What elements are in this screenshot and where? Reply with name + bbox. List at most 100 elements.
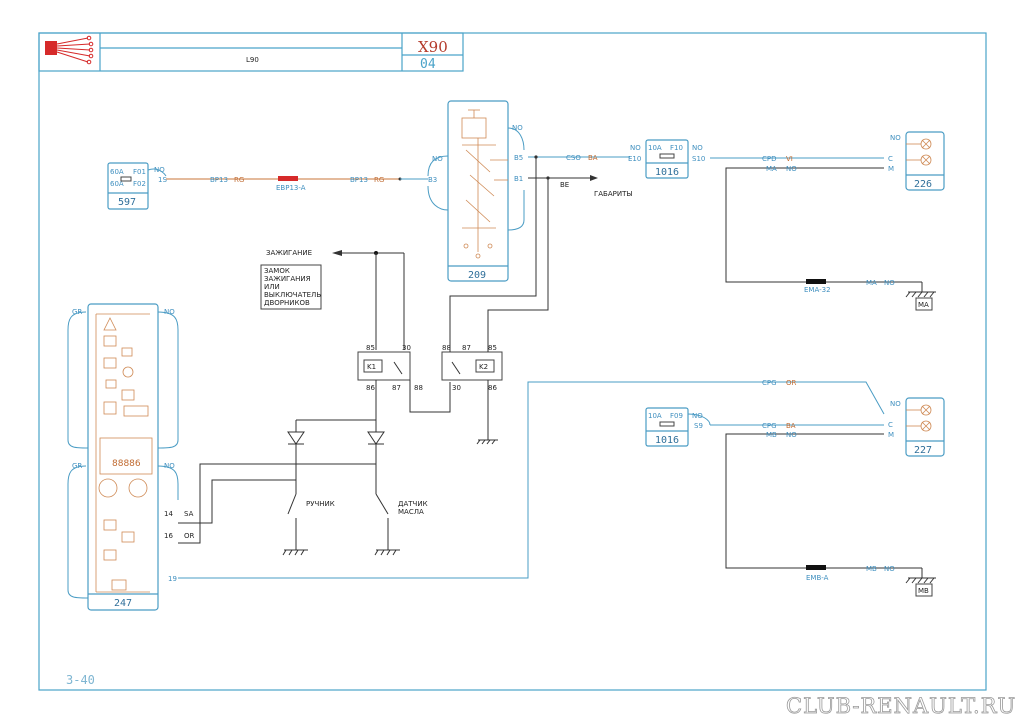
svg-text:B3: B3: [428, 176, 437, 184]
svg-text:BP13: BP13: [350, 176, 368, 184]
label-handbrake: РУЧНИК: [306, 500, 335, 508]
svg-text:MA: MA: [766, 165, 777, 173]
component-1016-top-number: 1016: [655, 167, 679, 178]
svg-text:NO: NO: [512, 124, 523, 132]
wire-cpg-ba: CPG BA: [710, 422, 884, 430]
svg-text:OR: OR: [786, 379, 797, 387]
svg-text:CPD: CPD: [762, 155, 777, 163]
svg-text:K1: K1: [367, 363, 376, 371]
component-1016-bottom-number: 1016: [655, 435, 679, 446]
svg-text:EMB-A: EMB-A: [806, 574, 829, 582]
svg-text:NO: NO: [692, 144, 703, 152]
svg-text:BA: BA: [786, 422, 796, 430]
svg-text:86: 86: [366, 384, 375, 392]
svg-text:S9: S9: [694, 422, 703, 430]
svg-text:ЗАМОК: ЗАМОК: [264, 267, 290, 275]
svg-text:87: 87: [462, 344, 471, 352]
component-227: 227 NO C M: [888, 397, 945, 457]
svg-text:MB: MB: [866, 565, 877, 573]
label-ignition: ЗАЖИГАНИЕ: [266, 249, 312, 257]
component-209-number: 209: [468, 270, 486, 281]
component-227-number: 227: [914, 445, 932, 456]
label-parking-lights: ГАБАРИТЫ: [594, 190, 633, 198]
wire-cpg-or: CPG OR: [178, 379, 885, 579]
wire-cpd: CPD VI: [710, 155, 884, 163]
svg-text:60A: 60A: [110, 168, 124, 176]
svg-text:NO: NO: [164, 462, 175, 470]
svg-text:85: 85: [488, 344, 497, 352]
svg-text:16: 16: [164, 532, 173, 540]
svg-text:K2: K2: [479, 363, 488, 371]
component-597-number: 597: [118, 197, 136, 208]
svg-text:BA: BA: [588, 154, 598, 162]
svg-text:EBP13-A: EBP13-A: [276, 184, 306, 192]
svg-text:85: 85: [366, 344, 375, 352]
svg-text:EMA-32: EMA-32: [804, 286, 831, 294]
diode-network: [178, 419, 385, 544]
title-block: L90 X90 04: [38, 32, 464, 72]
svg-text:30: 30: [452, 384, 461, 392]
svg-text:SA: SA: [184, 510, 194, 518]
svg-text:MA: MA: [918, 301, 929, 309]
wire-ma: MA NO EMA-32 MA NO: [725, 165, 922, 294]
svg-text:CPG: CPG: [762, 379, 777, 387]
svg-text:NO: NO: [786, 165, 797, 173]
wire-mb: MB NO EMB-A MB NO: [725, 431, 922, 582]
svg-text:GR: GR: [72, 308, 82, 316]
svg-text:ЗАЖИГАНИЯ: ЗАЖИГАНИЯ: [264, 275, 311, 283]
cluster-display: 88886: [112, 459, 141, 469]
svg-text:F09: F09: [670, 412, 683, 420]
svg-text:B5: B5: [514, 154, 523, 162]
svg-text:M: M: [888, 431, 894, 439]
component-209: 209 NO NO B3 B5 B1: [427, 100, 525, 282]
svg-text:NO: NO: [692, 412, 703, 420]
svg-text:RG: RG: [234, 176, 244, 184]
svg-text:NO: NO: [884, 279, 895, 287]
sheet-frame: [38, 32, 987, 691]
svg-text:MA: MA: [866, 279, 877, 287]
svg-text:S10: S10: [692, 155, 705, 163]
svg-text:60A: 60A: [110, 180, 124, 188]
svg-text:14: 14: [164, 510, 173, 518]
relay-k2: K2 88 87 85 30 86: [441, 157, 549, 445]
svg-text:NO: NO: [786, 431, 797, 439]
ground-mb: MB: [905, 568, 936, 597]
component-226: 226 NO C M: [888, 131, 945, 191]
wire-bp13: BP13 RG EBP13-A BP13 RG: [166, 176, 428, 192]
svg-text:ВЫКЛЮЧАТЕЛЬ: ВЫКЛЮЧАТЕЛЬ: [264, 291, 321, 299]
svg-text:GR: GR: [72, 462, 82, 470]
svg-text:F10: F10: [670, 144, 683, 152]
svg-text:10A: 10A: [648, 412, 662, 420]
wire-cso: CSO BA: [528, 154, 630, 162]
svg-text:F02: F02: [133, 180, 146, 188]
svg-text:C: C: [888, 421, 893, 429]
svg-text:NO: NO: [164, 308, 175, 316]
component-247: 247 GR NO GR NO 14 SA 16 OR 19 88886: [67, 303, 195, 611]
svg-text:1S: 1S: [158, 176, 167, 184]
svg-text:ДВОРНИКОВ: ДВОРНИКОВ: [264, 299, 310, 307]
svg-text:88: 88: [442, 344, 451, 352]
svg-text:МАСЛА: МАСЛА: [398, 508, 424, 516]
label-oil-sensor: ДАТЧИК: [398, 500, 428, 508]
svg-text:F01: F01: [133, 168, 146, 176]
ground-ma: MA: [905, 282, 936, 311]
svg-text:BP13: BP13: [210, 176, 228, 184]
diagram-label: L90: [246, 56, 259, 64]
oil-pressure-switch: ДАТЧИК МАСЛА: [374, 493, 428, 556]
svg-text:MB: MB: [918, 587, 929, 595]
page-number: 3-40: [66, 673, 95, 687]
svg-text:88: 88: [414, 384, 423, 392]
svg-text:CSO: CSO: [566, 154, 581, 162]
svg-text:NO: NO: [432, 155, 443, 163]
component-1016-bottom: 10A F09 1016 NO S9: [645, 407, 711, 447]
connector-ebp13: [278, 176, 298, 181]
wire-be: BE ГАБАРИТЫ: [528, 175, 633, 198]
svg-text:ИЛИ: ИЛИ: [264, 283, 280, 291]
connector-emb: [806, 565, 826, 570]
svg-text:RG: RG: [374, 176, 384, 184]
component-1016-top: 10A F10 1016 NO NO E10 S10: [628, 139, 705, 179]
svg-text:MB: MB: [766, 431, 777, 439]
diagram-title: X90: [418, 38, 448, 56]
svg-text:E10: E10: [628, 155, 641, 163]
